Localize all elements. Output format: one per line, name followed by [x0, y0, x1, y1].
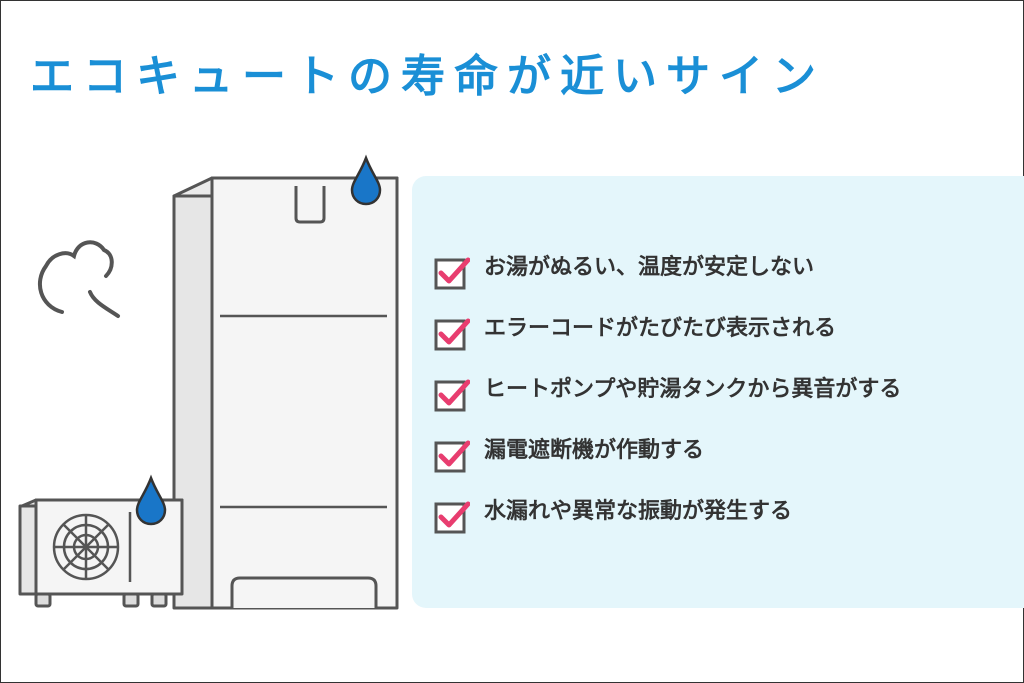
checkbox-checked-icon [434, 440, 470, 473]
water-drop-icon [135, 474, 167, 526]
steam-icon [37, 240, 120, 318]
list-item-label: エラーコードがたびたび表示される [484, 316, 837, 341]
signs-checklist: お湯がぬるい、温度が安定しない エラーコードがたびたび表示される ヒートポンプや… [434, 248, 901, 553]
list-item-label: お湯がぬるい、温度が安定しない [484, 255, 815, 280]
signs-panel [412, 176, 1024, 608]
list-item: 漏電遮断機が作動する [434, 431, 901, 492]
checkbox-checked-icon [434, 501, 470, 534]
water-drop-icon [350, 154, 382, 206]
list-item: エラーコードがたびたび表示される [434, 309, 901, 370]
fan-grille [52, 513, 120, 581]
checkbox-checked-icon [434, 257, 470, 290]
checkbox-checked-icon [434, 318, 470, 351]
storage-tank-icon [172, 176, 399, 610]
list-item: お湯がぬるい、温度が安定しない [434, 248, 901, 309]
list-item: ヒートポンプや貯湯タンクから異音がする [434, 370, 901, 431]
list-item-label: ヒートポンプや貯湯タンクから異音がする [484, 377, 902, 402]
list-item-label: 水漏れや異常な振動が発生する [484, 499, 793, 524]
page-title: エコキュートの寿命が近いサイン [30, 51, 825, 102]
list-item: 水漏れや異常な振動が発生する [434, 492, 901, 553]
checkbox-checked-icon [434, 379, 470, 412]
list-item-label: 漏電遮断機が作動する [484, 438, 705, 463]
